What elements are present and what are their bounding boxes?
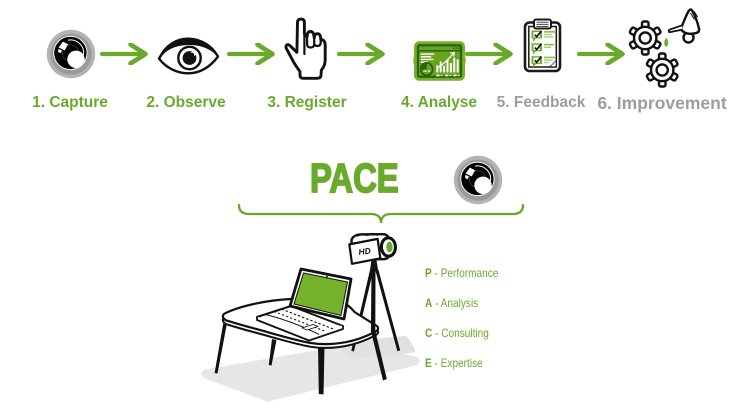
svg-text:PACE: PACE <box>310 155 399 200</box>
svg-text:HD: HD <box>358 246 371 257</box>
